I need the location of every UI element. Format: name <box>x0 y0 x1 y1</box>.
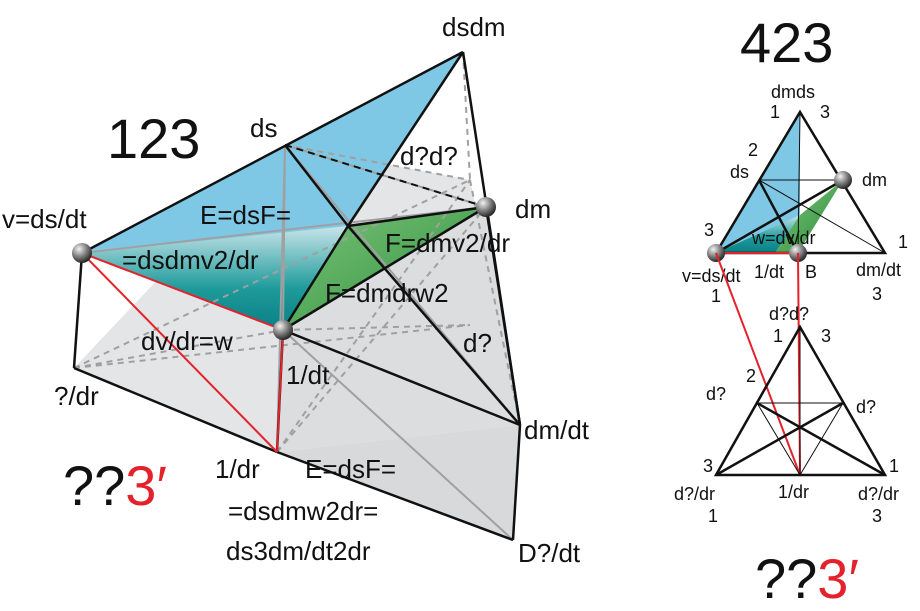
bottom-dl-label: d? <box>706 384 726 404</box>
label-e2a: E=dsF= <box>305 454 396 484</box>
bottom-triangle-thin-edges <box>756 327 844 476</box>
right-bottom-mark: ??3′ <box>755 547 859 610</box>
label-dsdm: dsdm <box>442 12 506 42</box>
bottom-dr-dr-label: d?/dr <box>858 484 899 504</box>
left-bottom-black: ?? <box>63 454 125 517</box>
label-e2c: ds3dm/dt2dr <box>226 536 371 566</box>
bottom-num-3: 3 <box>821 326 831 346</box>
label-f2: F=dmdrw2 <box>325 278 449 308</box>
label-v: v=ds/dt <box>2 204 87 234</box>
red-connecting-lines <box>715 252 801 476</box>
label-e2b: =dsdmw2dr= <box>228 496 378 526</box>
top-green-face <box>775 180 843 253</box>
top-inv-dt-label: 1/dt <box>754 262 784 282</box>
left-bottom-red: 3′ <box>125 454 167 517</box>
bottom-dl-dr-label: d?/dr <box>674 484 715 504</box>
top-num-3-left: 3 <box>704 220 714 240</box>
gray-bottom-face <box>277 425 520 540</box>
bottom-num-3-bottom: 3 <box>872 506 882 526</box>
label-f1: F=dmv2/dr <box>385 228 510 258</box>
top-num-2: 2 <box>748 140 758 160</box>
label-inv-dt: 1/dt <box>286 360 330 390</box>
left-title: 123 <box>107 107 200 170</box>
top-w-label: w=dv/dr <box>751 228 816 248</box>
top-b-label: B <box>805 262 817 282</box>
bottom-num-1: 1 <box>773 326 783 346</box>
red-edges <box>81 252 284 453</box>
top-num-3: 3 <box>820 102 830 122</box>
top-dm-dt-label: dm/dt <box>856 260 901 280</box>
bottom-apex-label: d?d? <box>769 304 809 324</box>
top-ball-dm <box>834 171 852 189</box>
label-e1b: =dsdmv2/dr <box>122 245 259 275</box>
top-ds-label: ds <box>730 162 749 182</box>
label-dvdr: dv/dr=w <box>141 326 233 356</box>
label-inv-dr: 1/dr <box>215 454 260 484</box>
label-q-dr: ?/dr <box>54 381 99 411</box>
top-teal-face <box>716 215 800 253</box>
top-num-1: 1 <box>770 102 780 122</box>
label-dq: d? <box>463 328 492 358</box>
bottom-num-3-left: 3 <box>703 456 713 476</box>
bottom-num-2: 2 <box>746 366 756 386</box>
top-v-label: v=ds/dt <box>682 266 741 286</box>
bottom-num-1-right: 1 <box>889 456 899 476</box>
label-dm: dm <box>515 194 551 224</box>
right-title: 423 <box>740 11 833 74</box>
right-bottom-black: ?? <box>755 547 817 610</box>
label-big-dt: D?/dt <box>518 538 581 568</box>
top-triangle-thin-edges <box>758 111 886 254</box>
bottom-num-1-bottom: 1 <box>708 506 718 526</box>
vertex-ball-dm <box>476 197 496 217</box>
bottom-triangle: d?d? 1 3 2 d? d? 3 1 d?/dr 1/dr d?/dr 1 … <box>674 304 899 526</box>
top-num-3-bottom: 3 <box>872 284 882 304</box>
top-dm-label: dm <box>862 170 887 190</box>
bottom-dr-label: d? <box>856 397 876 417</box>
bottom-inv-dr-label: 1/dr <box>778 482 809 502</box>
top-num-1-right: 1 <box>898 232 908 252</box>
left-bottom-mark: ??3′ <box>63 454 167 517</box>
label-d2: d?d? <box>400 141 458 171</box>
label-ds: ds <box>250 113 277 143</box>
top-triangle: dmds 1 3 2 ds dm w=dv/dr 3 1 v=ds/dt 1/d… <box>682 82 908 306</box>
gray-side-face <box>277 207 520 452</box>
vertex-ball-v <box>72 243 92 263</box>
right-bottom-red: 3′ <box>817 547 859 610</box>
top-num-1-bottom: 1 <box>711 286 721 306</box>
vertex-ball-w <box>273 320 293 340</box>
top-apex-label: dmds <box>771 82 815 102</box>
label-e1a: E=dsF= <box>200 200 291 230</box>
right-diagram: 423 dmds 1 3 2 ds dm <box>674 11 908 610</box>
left-tetrahedron: 123 dsdm ds d?d? dm v=ds/dt E=dsF= =dsdm… <box>2 12 590 568</box>
label-dm-dt: dm/dt <box>524 415 590 445</box>
